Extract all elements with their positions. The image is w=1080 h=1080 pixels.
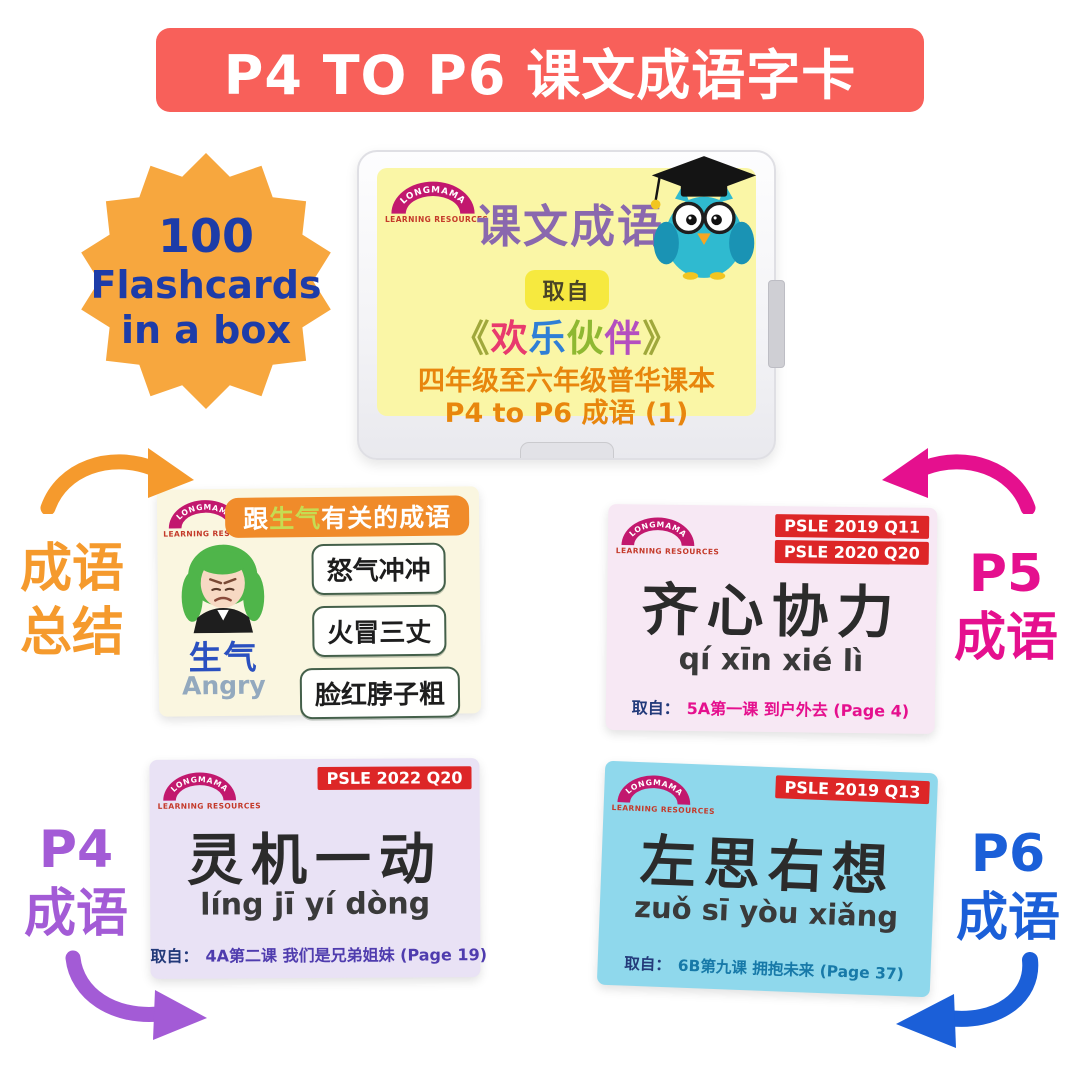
box-latch <box>768 280 785 368</box>
source-text: 5A第一课 到户外去 (Page 4) <box>686 698 910 721</box>
label-line: 成语 <box>955 888 1060 949</box>
pinyin-text: líng jī yí dòng <box>200 886 431 923</box>
brand-subtitle: LEARNING RESOURCES <box>385 215 489 224</box>
banner-segment: 生气 <box>268 503 322 534</box>
book-char: 《 <box>452 317 491 360</box>
arrow-summary-icon <box>40 448 194 514</box>
book-char: 》 <box>642 317 681 360</box>
box-label: LONGMAMA LEARNING RESOURCES 课文成语 <box>377 156 757 429</box>
brand-subtitle: LEARNING RESOURCES <box>611 802 716 816</box>
box-grade-line: 四年级至六年级普华课本 <box>418 366 715 397</box>
title-banner: P4 TO P6 课文成语字卡 <box>156 28 924 112</box>
badge-line: Flashcards <box>90 263 322 308</box>
brand-logo: LONGMAMA LEARNING RESOURCES <box>611 771 716 816</box>
source-prefix: 取自： <box>631 698 680 718</box>
box-book-title: 《欢乐伙伴》 <box>377 308 756 362</box>
book-char: 伙 <box>566 317 605 360</box>
label-p4: P4 成语 <box>8 818 144 947</box>
arrow-p4-icon <box>65 950 207 1040</box>
brand-logo: LONGMAMA LEARNING RESOURCES <box>385 178 489 224</box>
longmama-arc-icon: LONGMAMA <box>621 517 695 546</box>
flashcard-p5: LONGMAMA LEARNING RESOURCES PSLE 2019 Q1… <box>605 503 938 735</box>
label-line: P6 <box>970 824 1046 884</box>
longmama-arc-icon: LONGMAMA <box>391 181 475 214</box>
source-prefix: 取自： <box>624 954 672 975</box>
label-line: P5 <box>968 544 1044 604</box>
badge-text: 100 Flashcards in a box <box>70 152 342 410</box>
flashcard-p4: LONGMAMA LEARNING RESOURCES PSLE 2022 Q2… <box>149 758 487 979</box>
idiom-text: 齐心协力 <box>641 577 902 647</box>
flashcard-count-badge: 100 Flashcards in a box <box>70 152 342 410</box>
box-source-tag: 取自 <box>524 270 609 310</box>
idiom-pill: 脸红脖子粗 <box>299 666 461 720</box>
label-line: 总结 <box>19 603 124 664</box>
label-summary: 成语 总结 <box>2 537 142 666</box>
label-line: 成语 <box>23 884 128 945</box>
idiom-pill: 怒气冲冲 <box>311 542 446 596</box>
pinyin-text: qí xīn xié lì <box>678 641 864 680</box>
summary-banner: 跟生气有关的成语 <box>224 495 470 538</box>
book-char: 欢 <box>490 317 529 360</box>
arrow-p6-icon <box>896 952 1039 1048</box>
psle-badges: PSLE 2019 Q13 <box>775 775 930 805</box>
flashcard-summary: LONGMAMA LEARNING RESOURCES 跟生气有关的成语 生气 … <box>156 486 482 720</box>
longmama-arc-icon: LONGMAMA <box>168 500 242 529</box>
psle-badges: PSLE 2022 Q20 <box>317 766 472 790</box>
starburst-icon <box>81 153 331 409</box>
psle-badges: PSLE 2019 Q11 PSLE 2020 Q20 <box>774 514 930 565</box>
psle-badge: PSLE 2020 Q20 <box>774 540 929 565</box>
brand-subtitle: LEARNING RESOURCES <box>615 546 720 557</box>
label-line: 成语 <box>19 539 124 599</box>
label-line: 成语 <box>953 608 1058 669</box>
idiom-text: 灵机一动 <box>186 827 444 894</box>
brand-logo: LONGMAMA LEARNING RESOURCES <box>157 769 262 811</box>
book-char: 乐 <box>528 317 567 360</box>
brand-logo: LONGMAMA LEARNING RESOURCES <box>615 514 720 557</box>
box-clasp <box>519 442 614 458</box>
badge-line: in a box <box>121 308 291 353</box>
idiom-list: 怒气冲冲 火冒三丈 脸红脖子粗 <box>283 542 475 720</box>
idiom-pill: 火冒三丈 <box>312 604 447 658</box>
owl-graduate-icon <box>650 156 757 280</box>
label-p5: P5 成语 <box>936 542 1076 671</box>
box-title: 课文成语 <box>475 200 664 253</box>
psle-badge: PSLE 2019 Q11 <box>775 514 930 539</box>
label-p6: P6 成语 <box>940 822 1076 951</box>
brand-logo: LONGMAMA LEARNING RESOURCES <box>163 497 267 539</box>
arrow-p5-icon <box>882 448 1036 514</box>
angry-girl-icon <box>181 544 265 634</box>
emotion-label-en: Angry <box>181 670 266 701</box>
book-char: 伴 <box>604 317 643 360</box>
flashcard-p6: LONGMAMA LEARNING RESOURCES PSLE 2019 Q1… <box>596 760 939 998</box>
longmama-arc-icon: LONGMAMA <box>163 772 237 801</box>
flashcard-box: LONGMAMA LEARNING RESOURCES 课文成语 <box>357 150 785 460</box>
source-text: 4A第二课 我们是兄弟姐妹 (Page 19) <box>205 945 488 966</box>
label-line: P4 <box>38 820 114 880</box>
longmama-arc-icon: LONGMAMA <box>617 775 691 805</box>
box-level-line: P4 to P6 成语 (1) <box>444 398 689 429</box>
psle-badge: PSLE 2019 Q13 <box>775 775 930 805</box>
source-line: 取自： 5A第一课 到户外去 (Page 4) <box>606 694 935 722</box>
psle-badge: PSLE 2022 Q20 <box>317 766 472 790</box>
banner-segment: 有关的成语 <box>320 502 452 533</box>
badge-line: 100 <box>157 209 255 264</box>
banner-segment: 跟 <box>242 504 270 534</box>
brand-subtitle: LEARNING RESOURCES <box>157 801 262 811</box>
